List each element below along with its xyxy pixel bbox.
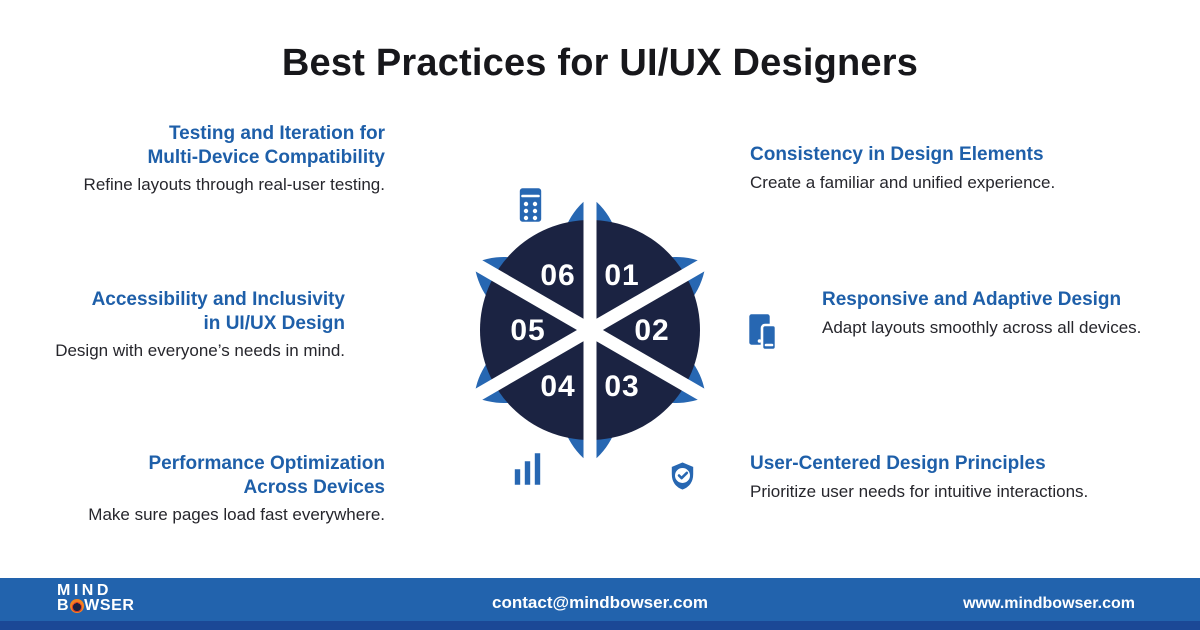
item-block-user-centered: User-Centered Design Principles Prioriti… xyxy=(750,452,1120,503)
item-title: Accessibility and Inclusivity in UI/UX D… xyxy=(91,289,345,334)
logo-line-2: B WSER xyxy=(57,597,135,615)
logo-o-icon xyxy=(69,598,84,613)
item-block-testing: Testing and Iteration for Multi-Device C… xyxy=(15,122,385,196)
item-block-responsive: Responsive and Adaptive Design Adapt lay… xyxy=(822,288,1192,339)
responsive-devices-icon xyxy=(712,305,778,352)
accessibility-person-icon xyxy=(402,297,468,363)
item-title: User-Centered Design Principles xyxy=(750,453,1046,474)
item-title: Consistency in Design Elements xyxy=(750,144,1044,165)
logo-letter-b: B xyxy=(57,597,70,615)
footer-bar xyxy=(0,578,1200,621)
wedge-number-06: 06 xyxy=(540,259,575,292)
item-block-accessibility: Accessibility and Inclusivity in UI/UX D… xyxy=(0,288,345,362)
item-block-consistency: Consistency in Design Elements Create a … xyxy=(750,143,1120,194)
wedge-number-03: 03 xyxy=(604,370,639,403)
layout-rows-icon xyxy=(645,167,694,224)
item-title: Responsive and Adaptive Design xyxy=(822,289,1122,310)
footer-bottom-strip xyxy=(0,621,1200,630)
document-shield-check-icon xyxy=(645,433,696,493)
item-title: Performance Optimization Across Devices xyxy=(148,453,386,498)
item-description: Create a familiar and unified experience… xyxy=(750,172,1056,192)
item-description: Prioritize user needs for intuitive inte… xyxy=(750,481,1089,501)
contact-email: contact@mindbowser.com xyxy=(492,593,708,612)
wedge-number-04: 04 xyxy=(540,370,575,403)
wedge-number-01: 01 xyxy=(604,259,639,292)
best-practices-flower-diagram: 01 02 03 04 05 06 xyxy=(387,100,793,560)
separator-diagonal-2 xyxy=(387,209,793,451)
item-description: Adapt layouts smoothly across all device… xyxy=(822,317,1142,337)
website-url: www.mindbowser.com xyxy=(963,595,1135,612)
gear-bar-chart-icon xyxy=(486,444,543,489)
wedge-number-05: 05 xyxy=(510,314,545,347)
page-title: Best Practices for UI/UX Designers xyxy=(281,42,919,84)
logo-letters-wser: WSER xyxy=(84,597,135,615)
item-description: Make sure pages load fast everywhere. xyxy=(88,505,385,525)
item-title: Testing and Iteration for Multi-Device C… xyxy=(147,123,385,168)
wedge-number-02: 02 xyxy=(634,314,669,347)
item-description: Refine layouts through real-user testing… xyxy=(83,175,385,195)
item-block-performance: Performance Optimization Across Devices … xyxy=(15,452,385,526)
item-description: Design with everyone’s needs in mind. xyxy=(55,341,345,361)
mindbowser-logo: MIND B WSER xyxy=(57,582,135,615)
laptop-phone-testing-icon xyxy=(477,169,544,225)
logo-line-1: MIND xyxy=(57,582,112,599)
